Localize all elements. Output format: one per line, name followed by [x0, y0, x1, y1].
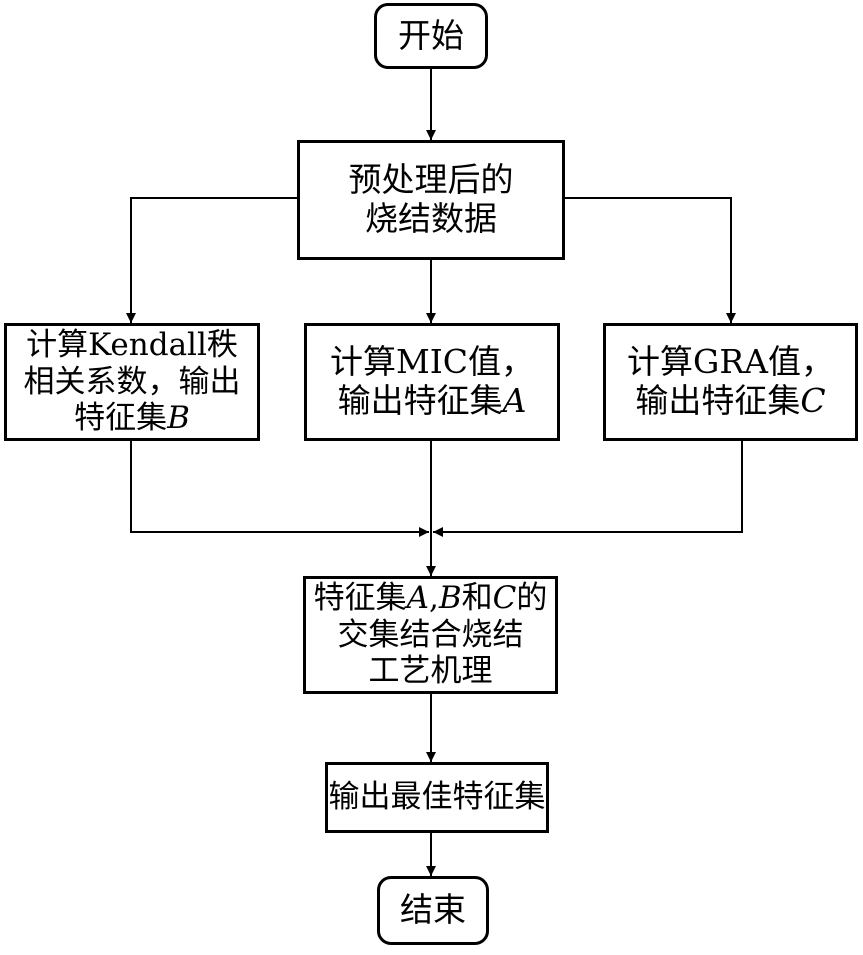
- gra-set-var: C: [800, 381, 826, 420]
- intersect-node: 特征集A,B和C的 交集结合烧结 工艺机理: [303, 576, 558, 694]
- end-label: 结束: [400, 890, 466, 930]
- mic-line-1: 计算MIC值，: [329, 342, 535, 382]
- preprocess-line-2: 烧结数据: [365, 199, 497, 238]
- intersect-line-1-text: 特征集: [313, 580, 407, 617]
- best-feature-node: 输出最佳特征集: [325, 762, 549, 833]
- best-feature-label: 输出最佳特征集: [328, 779, 546, 816]
- gra-node: 计算GRA值， 输出特征集C: [603, 323, 858, 441]
- kendall-set-var: B: [167, 400, 190, 437]
- arrow-preprocess-to-gra: [563, 197, 736, 323]
- kendall-line-3: 特征集B: [24, 400, 241, 437]
- kendall-line-1: 计算Kendall秩: [26, 327, 238, 364]
- intersect-var-c: C: [492, 580, 517, 617]
- intersect-line-2: 交集结合烧结: [337, 616, 524, 653]
- preprocess-line-1: 预处理后的: [348, 160, 514, 200]
- gra-line-1: 计算GRA值，: [626, 342, 835, 382]
- mic-line-2-text: 输出特征集: [337, 381, 503, 420]
- mic-line-2: 输出特征集A: [330, 381, 534, 421]
- intersect-line-1: 特征集A,B和C的: [314, 580, 548, 617]
- arrow-kendall-to-junction: [130, 440, 429, 537]
- intersect-var-a: A: [406, 580, 429, 617]
- intersect-var-b: B: [438, 580, 462, 617]
- end-node: 结束: [377, 876, 489, 945]
- intersect-line-3: 工艺机理: [368, 653, 493, 690]
- start-label: 开始: [398, 15, 464, 55]
- gra-line-2-text: 输出特征集: [635, 381, 801, 420]
- gra-line-2: 输出特征集C: [627, 381, 834, 421]
- kendall-line-3-text: 特征集: [74, 400, 168, 437]
- arrow-gra-to-junction: [433, 440, 743, 537]
- kendall-node: 计算Kendall秩 相关系数，输出 特征集B: [4, 323, 260, 441]
- intersect-separator: ,: [429, 580, 439, 617]
- arrow-preprocess-to-kendall: [126, 197, 298, 323]
- mic-set-var: A: [502, 381, 527, 420]
- start-node: 开始: [374, 3, 488, 69]
- intersect-conjunction: 和: [461, 580, 493, 617]
- intersect-suffix: 的: [516, 580, 548, 617]
- preprocess-node: 预处理后的 烧结数据: [297, 140, 565, 260]
- kendall-line-2: 相关系数，输出: [23, 363, 241, 400]
- mic-node: 计算MIC值， 输出特征集A: [304, 323, 560, 441]
